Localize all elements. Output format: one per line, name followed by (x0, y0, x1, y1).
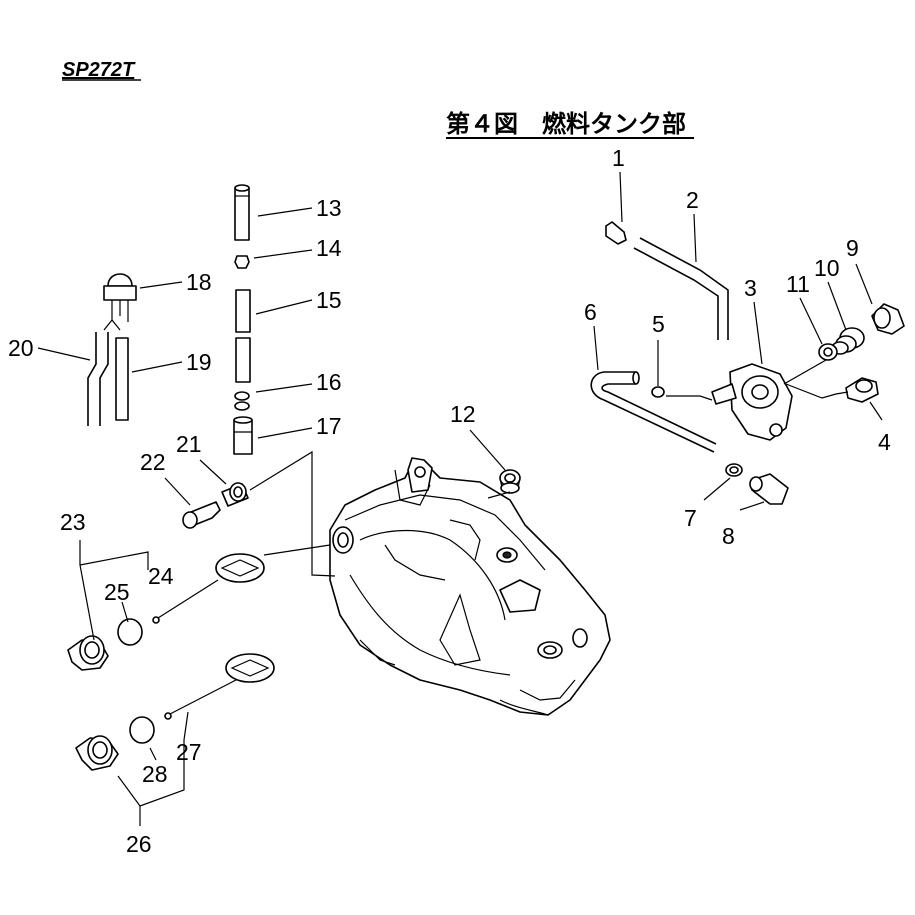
grommet-part-12 (499, 469, 521, 494)
callout-7: 7 (684, 505, 697, 531)
callout-10: 10 (814, 255, 840, 281)
filter-stack (233, 184, 253, 455)
callout-18: 18 (186, 269, 212, 295)
model-code: SP272T (62, 59, 136, 81)
callout-25: 25 (104, 579, 130, 605)
callout-26: 26 (126, 831, 152, 857)
callout-1: 1 (612, 145, 625, 171)
callout-9: 9 (846, 235, 859, 261)
callout-5: 5 (652, 311, 665, 337)
callout-19: 19 (186, 349, 212, 375)
primer-bulb-assembly (87, 273, 137, 426)
callout-6: 6 (584, 299, 597, 325)
figure-title: 第４図 燃料タンク部 (446, 110, 686, 138)
callout-15: 15 (316, 287, 342, 313)
callout-22: 22 (140, 449, 166, 475)
callout-4: 4 (878, 429, 891, 455)
callout-21: 21 (176, 431, 202, 457)
callout-3: 3 (744, 275, 757, 301)
callout-2: 2 (686, 187, 699, 213)
callout-28: 28 (142, 761, 168, 787)
callout-8: 8 (722, 523, 735, 549)
callout-13: 13 (316, 195, 342, 221)
callout-14: 14 (316, 235, 342, 261)
fuel-tank-body (329, 457, 611, 716)
callout-27: 27 (176, 739, 202, 765)
bolt-and-bushing (182, 482, 249, 529)
callout-20: 20 (8, 335, 34, 361)
callout-17: 17 (316, 413, 342, 439)
callout-11: 11 (786, 271, 810, 297)
fuel-cap-assembly-lower (75, 653, 275, 771)
callout-23: 23 (60, 509, 86, 535)
fuel-pump-assembly (590, 221, 905, 505)
callout-16: 16 (316, 369, 342, 395)
fuel-cap-assembly-upper (67, 553, 265, 671)
callout-24: 24 (148, 563, 174, 589)
callout-12: 12 (450, 401, 476, 427)
